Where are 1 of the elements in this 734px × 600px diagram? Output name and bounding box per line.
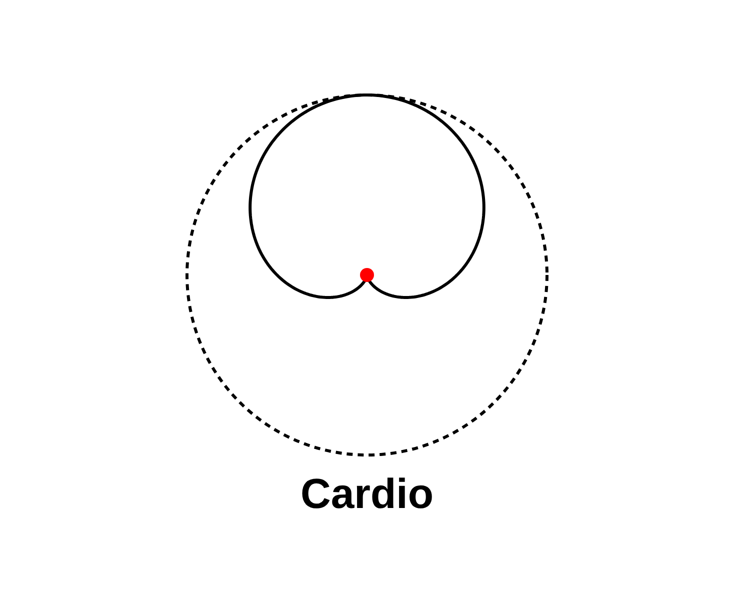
caption: Cardio [300,470,434,518]
